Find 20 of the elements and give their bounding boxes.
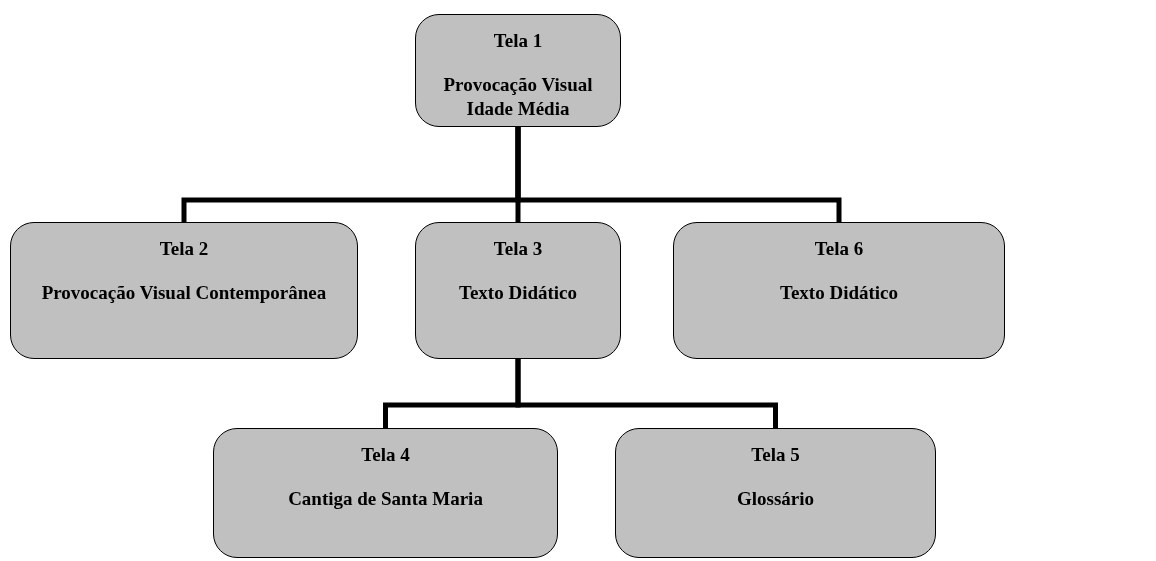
screen-description: Cantiga de Santa Maria — [288, 487, 483, 511]
screen-box — [10, 222, 358, 359]
screen-description: Provocação Visual Contemporânea — [41, 281, 327, 305]
connector-line — [515, 127, 842, 222]
screen-description: Provocação Visual Idade Média — [442, 73, 594, 121]
screen-title: Tela 2 — [159, 237, 209, 261]
screen-description: Glossário — [736, 487, 815, 511]
screen-title: Tela 1 — [493, 29, 543, 53]
screen-description: Texto Didático — [458, 281, 577, 305]
screen-box — [415, 14, 621, 127]
screen-title: Tela 6 — [814, 237, 864, 261]
screen-description: Texto Didático — [779, 281, 898, 305]
screen-title: Tela 5 — [751, 443, 800, 467]
screen-title: Tela 3 — [493, 237, 543, 261]
screen-box — [615, 428, 936, 558]
connector-line — [515, 359, 778, 428]
screen-box — [415, 222, 621, 359]
screen-title: Tela 4 — [361, 443, 410, 467]
screen-box — [673, 222, 1005, 359]
screen-box — [213, 428, 558, 558]
